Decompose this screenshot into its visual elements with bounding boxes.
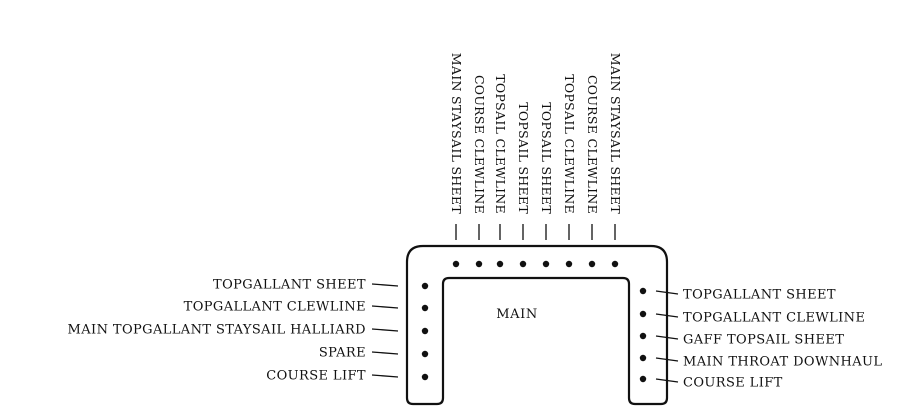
top-pin-label: COURSE CLEWLINE: [472, 75, 487, 214]
top-pin-8: [611, 260, 619, 268]
right-pin-label: TOPGALLANT SHEET: [683, 288, 836, 303]
right-pin-label: GAFF TOPSAIL SHEET: [683, 333, 844, 348]
top-pin-1: [452, 260, 460, 268]
right-pin-2: [639, 310, 647, 318]
top-pin-2: [475, 260, 483, 268]
top-pin-7: [588, 260, 596, 268]
right-pin-leader: [655, 290, 679, 295]
left-pin-group: TOPGALLANT SHEET TOPGALLANT CLEWLINE MAIN …: [68, 278, 429, 384]
top-pin-4: [519, 260, 527, 268]
left-pin-label: TOPGALLANT SHEET: [213, 278, 366, 293]
left-pin-3: [421, 327, 429, 335]
left-pin-label: TOPGALLANT CLEWLINE: [184, 300, 366, 315]
pin-rail: MAIN: [405, 244, 669, 406]
top-pin-6: [565, 260, 573, 268]
top-pin-label: COURSE CLEWLINE: [585, 75, 600, 214]
right-pin-leader: [655, 335, 679, 340]
right-pin-5: [639, 375, 647, 383]
left-pin-label: SPARE: [319, 346, 366, 361]
top-pin-label: TOPSAIL SHEET: [539, 102, 554, 214]
right-pin-leader: [655, 357, 679, 362]
left-pin-leader: [371, 305, 399, 309]
left-pin-label: COURSE LIFT: [266, 369, 366, 384]
left-pin-leader: [371, 374, 399, 378]
rail-center-label: MAIN: [496, 307, 538, 322]
right-pin-label: COURSE LIFT: [683, 376, 783, 391]
left-pin-label: MAIN TOPGALLANT STAYSAIL HALLIARD: [68, 323, 366, 338]
left-pin-2: [421, 304, 429, 312]
top-pin-label: MAIN STAYSAIL SHEET: [608, 53, 623, 215]
left-pin-4: [421, 350, 429, 358]
right-pin-label: TOPGALLANT CLEWLINE: [683, 311, 865, 326]
right-pin-4: [639, 354, 647, 362]
right-pin-leader: [655, 313, 679, 318]
top-pin-5: [542, 260, 550, 268]
top-pin-label: MAIN STAYSAIL SHEET: [449, 53, 464, 215]
top-pin-label: TOPSAIL SHEET: [516, 102, 531, 214]
left-pin-leader: [371, 351, 399, 355]
left-pin-1: [421, 282, 429, 290]
top-pin-3: [496, 260, 504, 268]
right-pin-3: [639, 332, 647, 340]
top-pin-label: TOPSAIL CLEWLINE: [562, 74, 577, 214]
left-pin-5: [421, 373, 429, 381]
right-pin-leader: [655, 378, 679, 383]
left-pin-leader: [371, 328, 399, 332]
right-pin-1: [639, 287, 647, 295]
left-pin-leader: [371, 283, 399, 287]
right-pin-label: MAIN THROAT DOWNHAUL: [683, 355, 882, 370]
rail-outline: [405, 244, 669, 406]
top-pin-label: TOPSAIL CLEWLINE: [493, 74, 508, 214]
top-pin-group: MAIN STAYSAIL SHEET COURSE CLEWLINE TOPSAI…: [449, 53, 623, 268]
right-pin-group: TOPGALLANT SHEET TOPGALLANT CLEWLINE GAFF …: [639, 287, 882, 391]
